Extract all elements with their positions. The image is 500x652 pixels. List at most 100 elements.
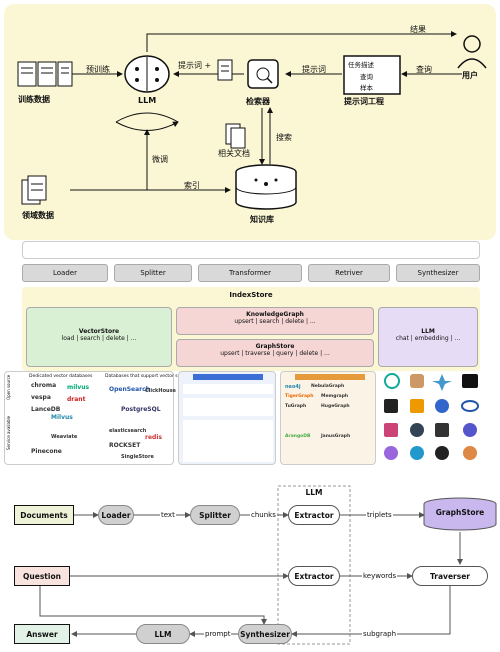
graph-store-ops: upsert | traverse | query | delete | ... [220,350,330,357]
prompt-engineering-label: 提示词工程 [344,97,384,106]
gemini-icon [432,374,452,391]
qwen-icon [463,423,477,437]
logo-memgraph: Memgraph [321,394,349,399]
vector-store-title: VectorStore [78,328,120,335]
component-loader: Loader [22,264,108,282]
cn-db-panel [178,371,276,465]
edge-chunks: chunks [250,511,277,519]
prompt-engineering-box [343,55,401,95]
component-splitter: Splitter [114,264,192,282]
deepseek-icon [435,399,449,413]
overview-connectors [17,31,487,210]
llm-store-title: LLM [421,328,435,335]
logo-vespa: vespa [31,394,51,401]
pretrain-label: 预训练 [86,65,110,74]
logo-arangodb: ArangoDB [285,434,311,439]
graphstore-label: GraphStore [435,508,485,517]
pe-sample: 样本 [360,84,373,92]
logo-redis: redis [145,434,162,441]
vector-db-panel: Dedicated vector databases Databases tha… [4,371,190,465]
logo-opensearch: OpenSearch [109,386,150,393]
doubao-icon [410,446,424,460]
related-docs-label: 相关文档 [218,149,250,158]
logo-janusgraph: JanusGraph [321,434,351,439]
user-icon [457,35,487,69]
hunyuan-icon [435,446,449,460]
side-service: Service available [6,415,11,450]
logo-hugegraph: HugeGraph [321,404,350,409]
query-label: 查询 [416,65,432,74]
knowledge-base-label: 知识库 [250,215,274,224]
retriever-icon [247,59,279,89]
finetune-label: 微调 [152,155,168,164]
vector-store-ops: load | search | delete | ... [61,335,137,342]
logo-chroma: chroma [31,382,57,389]
component-retriever: Retriver [308,264,390,282]
retriever-label: 检索器 [246,97,270,106]
llm-store-ops: chat | embedding | ... [395,335,461,342]
training-data-icon [17,61,73,87]
traverser-node: Traverser [412,566,488,586]
kg-store-title: KnowledgeGraph [246,311,304,318]
logo-elasticsearch: elasticsearch [109,428,147,434]
logo-milvus: Milvus [51,414,73,421]
synthesizer-node: Synthesizer [238,624,292,644]
side-open-source: Open source [6,374,11,400]
graph-store-box: GraphStore upsert | traverse | query | d… [176,339,374,367]
vector-header-left: Dedicated vector databases [29,374,93,379]
edge-subgraph: subgraph [362,630,398,638]
graph-store-title: GraphStore [255,343,295,350]
loader-node: Loader [98,505,134,525]
logo-weaviate: Weaviate [51,434,78,440]
graphstore-cylinder [423,497,497,531]
logo-pinecone: Pinecone [31,448,62,455]
component-transformer: Transformer [198,264,302,282]
logo-tugraph: TuGraph [285,404,307,409]
graph-db-panel: neo4j NebulaGraph TigerGraph Memgraph Tu… [280,371,376,465]
minimax-icon [384,446,398,460]
pe-query: 查询 [360,73,373,81]
rag-overview-panel: LLM 训练数据 预训练 领域数据 微调 索引 知识库 检索器 搜索 相关文档 … [4,4,496,240]
llm-group-title: LLM [305,488,323,497]
edge-text: text [160,511,176,519]
prompt-plus-label: 提示词 + [178,61,212,70]
splitter-node: Splitter [190,505,240,525]
characterai-icon [462,374,478,388]
anthropic-icon [410,374,424,388]
logo-neo4j: neo4j [285,384,301,390]
logo-milvus-small: milvus [67,384,90,391]
logo-tigergraph: TigerGraph [285,394,314,399]
answer-node: Answer [14,624,70,644]
pe-task-desc: 任务描述 [348,61,374,69]
logo-postgresql: PostgreSQL [121,406,161,413]
index-store-title: IndexStore [229,291,273,299]
component-synthesizer: Synthesizer [396,264,480,282]
cn-db-row3 [183,420,273,462]
graph-db-header [295,374,365,380]
domain-data-label: 领域数据 [22,211,54,220]
vector-store-box: VectorStore load | search | delete | ... [26,307,172,367]
result-label: 结果 [410,25,426,34]
edge-prompt: prompt [204,630,232,638]
prompt-label: 提示词 [302,65,326,74]
logo-qdrant: drant [67,396,86,403]
vector-header-right: Databases that support vector search [105,374,191,379]
question-node: Question [14,566,70,586]
kg-store-box: KnowledgeGraph upsert | search | delete … [176,307,374,335]
cn-db-row2 [183,398,273,416]
zhipu-icon [384,423,398,437]
cn-db-row1 [183,384,273,394]
logo-nebula: NebulaGraph [311,384,345,389]
index-label: 索引 [184,181,200,190]
top-bar [22,241,480,259]
llm-label: LLM [138,96,157,105]
architecture-panel: Loader Splitter Transformer Retriver Syn… [20,237,482,371]
kg-store-ops: upsert | search | delete | ... [234,318,316,325]
xai-icon [384,399,398,413]
llm-store-box: LLM chat | embedding | ... [378,307,478,367]
related-docs-icon [225,123,246,149]
spark-icon [463,446,477,460]
training-data-label: 训练数据 [18,95,50,104]
llm-node: LLM [136,624,190,644]
user-label: 用户 [462,71,478,80]
